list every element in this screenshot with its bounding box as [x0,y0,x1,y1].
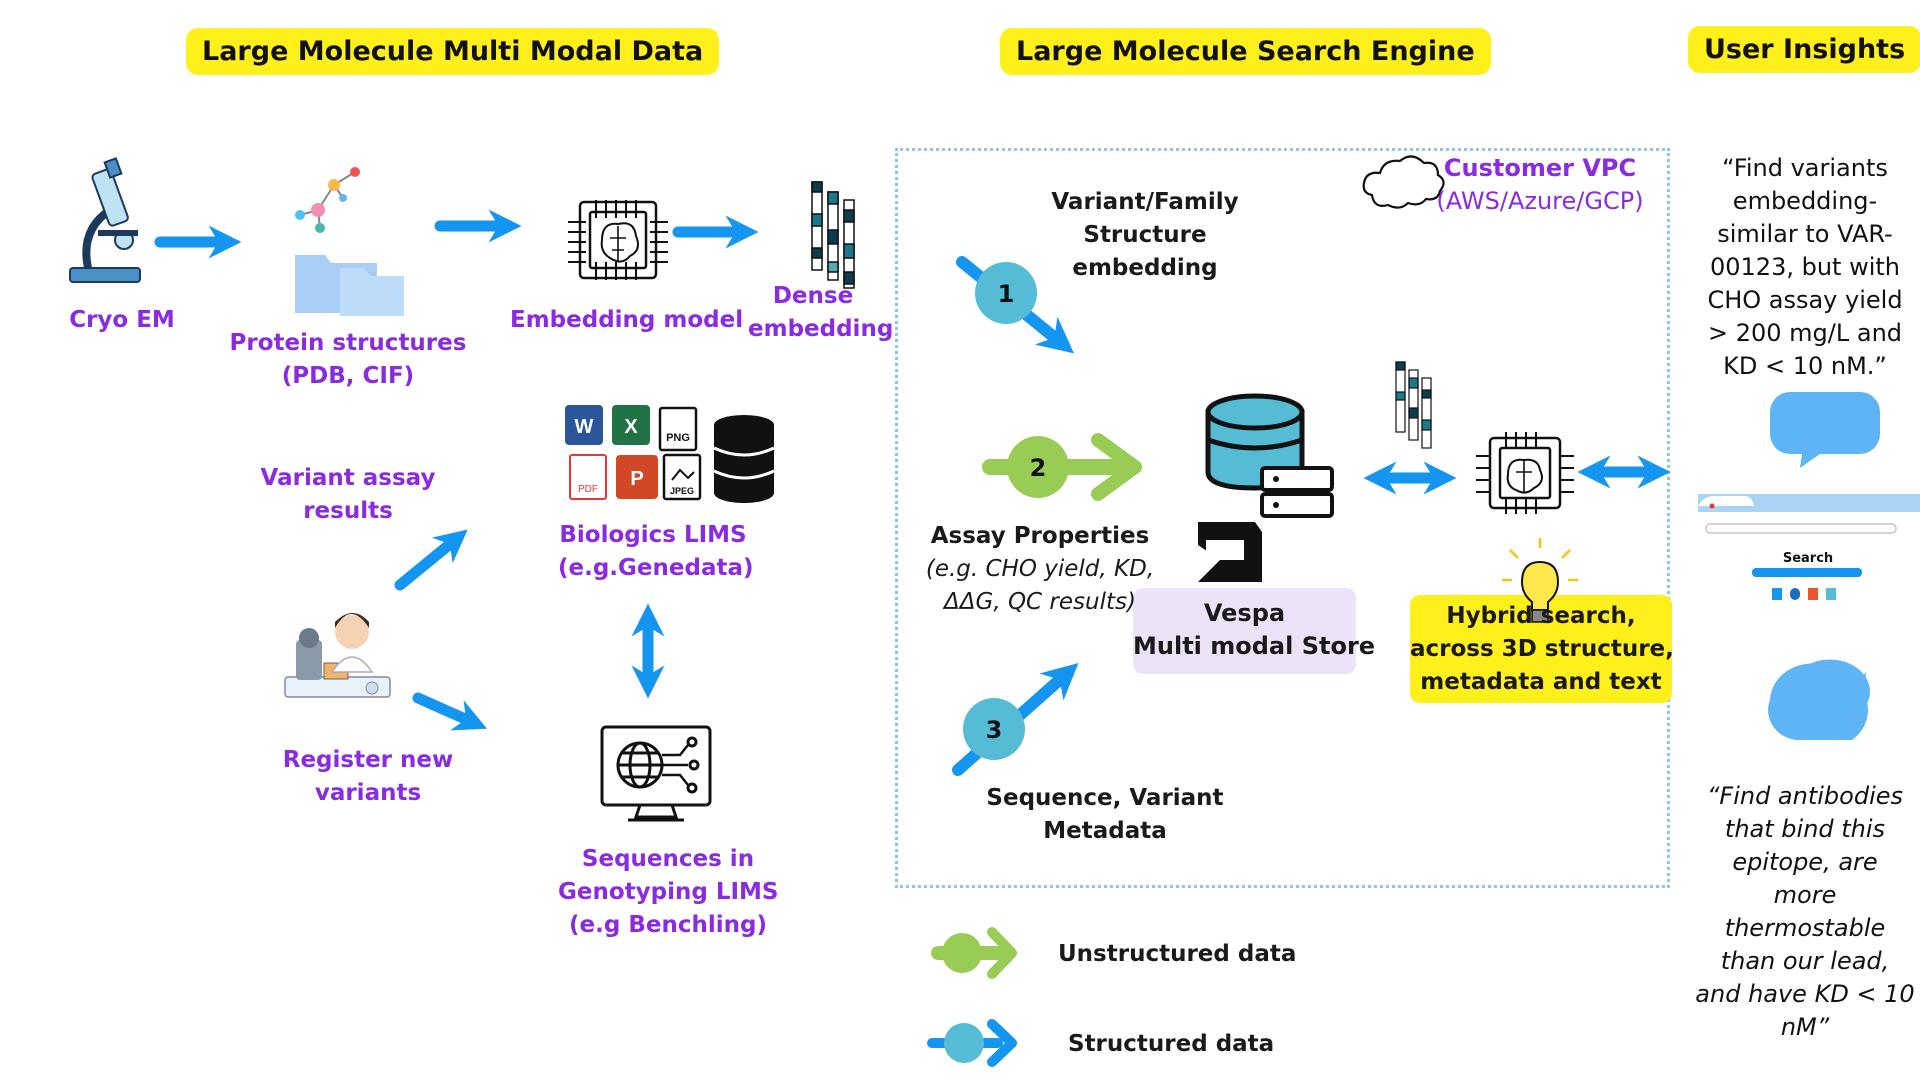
badge-1-circle [975,262,1037,324]
lightbulb-icon [1502,538,1578,623]
legend-structured-label: Structured data [1068,1031,1275,1057]
hybrid-search-chip-icon [1476,432,1574,514]
header-user-insights: User Insights [1688,26,1920,73]
file-type-icons [565,405,702,501]
genotyping-monitor-icon [600,725,712,822]
header-multi-modal-data: Large Molecule Multi Modal Data [186,28,720,75]
label-protein-structures: Protein structures(PDB, CIF) [229,330,467,389]
scientist-icon [284,613,391,698]
embedding-model-chip-icon [568,200,668,280]
arrow-assay-to-lims [394,529,468,591]
word-file-icon: W [575,416,594,438]
speech-bubble-icon [1768,663,1868,740]
customer-vpc-boundary [895,148,1670,888]
pdf-file-icon: PDF [578,484,598,495]
protein-structure-icon [295,167,404,316]
dense-embedding-icon [811,181,855,289]
jpeg-file-icon: JPEG [670,486,694,496]
vespa-store-label-bg [1133,588,1356,674]
database-icon [713,415,775,503]
cloud-icon [1362,155,1445,209]
badge-1: 1 [998,280,1015,308]
ppt-file-icon: P [630,468,643,490]
label-customer-vpc: Customer VPC(AWS/Azure/GCP) [1436,154,1644,215]
badge-2: 2 [1030,454,1047,482]
label-embedding-model: Embedding model [510,307,744,333]
legend-unstructured-label: Unstructured data [1058,941,1297,967]
badge-3-circle [963,698,1025,760]
header-search-engine: Large Molecule Search Engine [1000,28,1491,75]
badge-3: 3 [986,716,1003,744]
label-biologics-lims: Biologics LIMS(e.g.Genedata) [558,522,754,581]
query-embedding-icon [1395,361,1432,449]
label-cryo-em: Cryo EM [69,307,175,333]
search-mock-label: Search [1783,551,1833,566]
badge-2-circle [1007,436,1069,498]
chat-bubble-icon [1770,392,1880,468]
arrow-register-to-seq [412,692,488,731]
search-ui-mock [1698,494,1920,600]
label-input-assay-properties: Assay Properties (e.g. CHO yield, KD, ΔΔ… [925,523,1155,615]
vespa-database-icon [1198,393,1334,582]
excel-file-icon: X [624,416,638,438]
microscope-icon [69,157,141,283]
png-file-icon: PNG [666,432,690,444]
label-hybrid-search: Hybrid search,across 3D structure,metada… [1410,603,1674,695]
